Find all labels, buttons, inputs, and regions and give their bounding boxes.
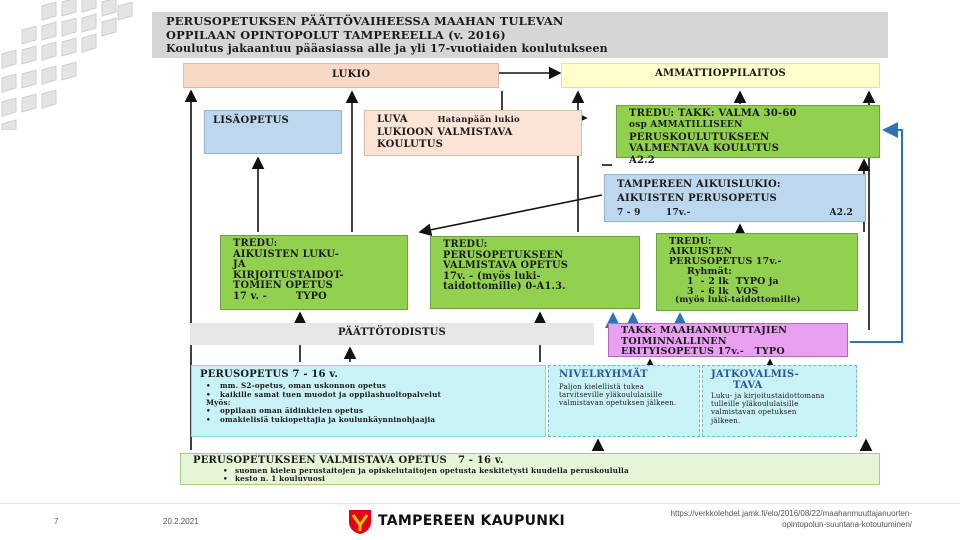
ammattioppilaitos-label: AMMATTIOPPILAITOS bbox=[655, 68, 786, 79]
lukio-label: LUKIO bbox=[332, 69, 371, 80]
takk-box: TAKK: MAAHANMUUTTAJIEN TOIMINNALLINEN ER… bbox=[608, 323, 848, 357]
perusopetus-list-2: oppilaan oman äidinkielen opetus omakiel… bbox=[200, 406, 537, 425]
tredu-aikuisten-perusopetus-box: TREDU: AIKUISTEN PERUSOPETUS 17v.- Ryhmä… bbox=[656, 233, 858, 311]
valma-line-4: VALMENTAVA KOULUTUS bbox=[629, 143, 779, 155]
paattotodistus-box: PÄÄTTÖTODISTUS bbox=[190, 323, 594, 345]
paattotodistus-label: PÄÄTTÖTODISTUS bbox=[338, 327, 446, 338]
perusopetus-bullet: oppilaan oman äidinkielen opetus bbox=[206, 406, 537, 416]
valmistava-opetus-box: PERUSOPETUKSEEN VALMISTAVA OPETUS 7 - 16… bbox=[180, 453, 880, 485]
source-url[interactable]: https://verkkolehdet.jamk.fi/elo/2016/08… bbox=[612, 508, 912, 530]
nivelryhmat-title: NIVELRYHMÄT bbox=[559, 369, 648, 380]
perusopetus-bullet: mm. S2-opetus, oman uskonnon opetus bbox=[206, 381, 537, 391]
tredu3-line-4: Ryhmät: bbox=[687, 265, 733, 277]
nivelryhmat-box: NIVELRYHMÄT Paljon kielellistä tukea tar… bbox=[548, 365, 700, 437]
perusopetus-bullet: kaikille samat tuen muodot ja oppilashuo… bbox=[206, 390, 537, 400]
valmistava-bullet: kesto n. 1 kouluvuosi bbox=[223, 474, 867, 484]
ammattioppilaitos-box: AMMATTIOPPILAITOS bbox=[561, 63, 880, 88]
title-line-2: OPPILAAN OPINTOPOLUT TAMPEREELLA (v. 201… bbox=[166, 27, 506, 42]
tampere-logo: TAMPEREEN KAUPUNKI bbox=[348, 509, 565, 535]
tredu2-line-1: TREDU: bbox=[443, 239, 488, 250]
valma-line-1: TREDU: TAKK: VALMA 30-60 bbox=[629, 108, 797, 119]
source-url-line-2: opintopolun-suuntana-kotoutuminen/ bbox=[782, 520, 912, 529]
tredu-aikuisten-luku-box: TREDU: AIKUISTEN LUKU- JA KIRJOITUSTAIDO… bbox=[220, 235, 408, 310]
tredu3-line-6: 3 - 6 lk VOS bbox=[687, 285, 759, 297]
tredu3-line-7: (myös luki-taidottomille) bbox=[675, 295, 801, 306]
jatkovalmistava-title-1: JATKOVALMIS- bbox=[711, 369, 800, 380]
title-line-3: Koulutus jakaantuu pääasiassa alle ja yl… bbox=[166, 42, 608, 55]
perusopetus-bullet: omakielisiä tukiopettajia ja koulunkäynn… bbox=[206, 415, 537, 425]
luva-line-2: LUKIOON VALMISTAVA bbox=[377, 126, 513, 138]
perusopetus-myos: Myös: bbox=[206, 398, 231, 407]
valmistava-title: PERUSOPETUKSEEN VALMISTAVA OPETUS 7 - 16… bbox=[193, 455, 504, 466]
tredu3-line-5: 1 - 2 lk TYPO ja bbox=[687, 275, 779, 287]
tredu3-line-3: PERUSOPETUS 17v.- bbox=[669, 255, 782, 267]
tredu2-line-5: taidottomille) 0-A1.3. bbox=[443, 281, 566, 293]
takk-line-3: ERITYISOPETUS 17v.- TYPO bbox=[621, 346, 785, 357]
tredu1-line-4: KIRJOITUSTAIDOT- bbox=[233, 269, 344, 281]
logo-text: TAMPEREEN KAUPUNKI bbox=[378, 513, 565, 529]
diagram-title: PERUSOPETUKSEN PÄÄTTÖVAIHEESSA MAAHAN TU… bbox=[152, 12, 888, 58]
nivelryhmat-text: Paljon kielellistä tukea tarvitseville y… bbox=[559, 383, 677, 408]
tredu2-line-4: 17v. - (myös luki- bbox=[443, 270, 541, 282]
perusopetus-title: PERUSOPETUS 7 - 16 v. bbox=[200, 369, 339, 380]
lisaopetus-label: LISÄOPETUS bbox=[213, 115, 289, 126]
tredu-valmistava-box: TREDU: PERUSOPETUKSEEN VALMISTAVA OPETUS… bbox=[430, 236, 640, 309]
page-number: 7 bbox=[54, 517, 59, 526]
valmistava-list: suomen kielen perustaitojen ja opiskelut… bbox=[193, 466, 867, 484]
tredu1-line-3: JA bbox=[233, 259, 246, 271]
tredu1-line-6: 17 v. - TYPO bbox=[233, 290, 327, 302]
luva-line-1: LUVA Hatanpään lukio bbox=[377, 114, 569, 127]
source-url-line-1: https://verkkolehdet.jamk.fi/elo/2016/08… bbox=[670, 509, 912, 518]
takk-line-1: TAKK: MAAHANMUUTTAJIEN bbox=[621, 325, 788, 336]
luva-line-3: KOULUTUS bbox=[377, 139, 444, 150]
jatkovalmistava-text: Luku- ja kirjoitustaidottomana tulleille… bbox=[711, 392, 825, 425]
aikuislukio-line-1: TAMPEREEN AIKUISLUKIO: bbox=[617, 179, 781, 190]
tredu3-line-2: AIKUISTEN bbox=[669, 245, 733, 257]
aikuislukio-box: TAMPEREEN AIKUISLUKIO: AIKUISTEN PERUSOP… bbox=[604, 174, 866, 222]
tredu3-line-1: TREDU: bbox=[669, 236, 712, 247]
decorative-pattern bbox=[1, 0, 133, 130]
footer-date: 20.2.2021 bbox=[163, 517, 199, 526]
valma-line-2: osp AMMATILLISEEN bbox=[629, 119, 743, 130]
tredu1-line-1: TREDU: bbox=[233, 238, 278, 249]
aikuislukio-line-3: 7 - 9 17v.- A2.2 bbox=[617, 206, 853, 220]
title-line-1: PERUSOPETUKSEN PÄÄTTÖVAIHEESSA MAAHAN TU… bbox=[166, 14, 564, 28]
lukio-box: LUKIO bbox=[183, 63, 499, 88]
valma-box: TREDU: TAKK: VALMA 30-60 osp AMMATILLISE… bbox=[616, 105, 880, 166]
takk-line-2: TOIMINNALLINEN bbox=[621, 335, 727, 347]
jatkovalmistava-title-2: TAVA bbox=[733, 380, 763, 392]
tredu1-line-2: AIKUISTEN LUKU- bbox=[233, 248, 340, 260]
valma-line-5: A2.2 bbox=[629, 155, 655, 167]
valmistava-bullet: suomen kielen perustaitojen ja opiskelut… bbox=[223, 466, 867, 476]
perusopetus-list-1: mm. S2-opetus, oman uskonnon opetus kaik… bbox=[200, 381, 537, 400]
footer-divider bbox=[0, 503, 960, 504]
aikuislukio-grades: 7 - 9 bbox=[617, 208, 641, 218]
tampere-crest-icon bbox=[349, 510, 371, 534]
luva-title: LUVA bbox=[377, 114, 408, 125]
jatkovalmistava-box: JATKOVALMIS- TAVA Luku- ja kirjoitustaid… bbox=[702, 365, 857, 437]
luva-box: LUVA Hatanpään lukio LUKIOON VALMISTAVA … bbox=[364, 110, 582, 156]
aikuislukio-age: 17v.- bbox=[665, 208, 691, 218]
perusopetus-box: PERUSOPETUS 7 - 16 v. mm. S2-opetus, oma… bbox=[191, 365, 546, 437]
lisaopetus-box: LISÄOPETUS bbox=[204, 110, 342, 154]
luva-place: Hatanpään lukio bbox=[437, 115, 520, 125]
aikuislukio-line-2: AIKUISTEN PERUSOPETUS bbox=[617, 193, 777, 204]
tredu1-line-5: TOMIEN OPETUS bbox=[233, 280, 333, 292]
aikuislukio-level: A2.2 bbox=[829, 208, 853, 218]
tredu2-line-3: VALMISTAVA OPETUS bbox=[443, 260, 569, 272]
tredu2-line-2: PERUSOPETUKSEEN bbox=[443, 249, 564, 261]
valma-line-3: PERUSKOULUTUKSEEN bbox=[629, 131, 770, 143]
